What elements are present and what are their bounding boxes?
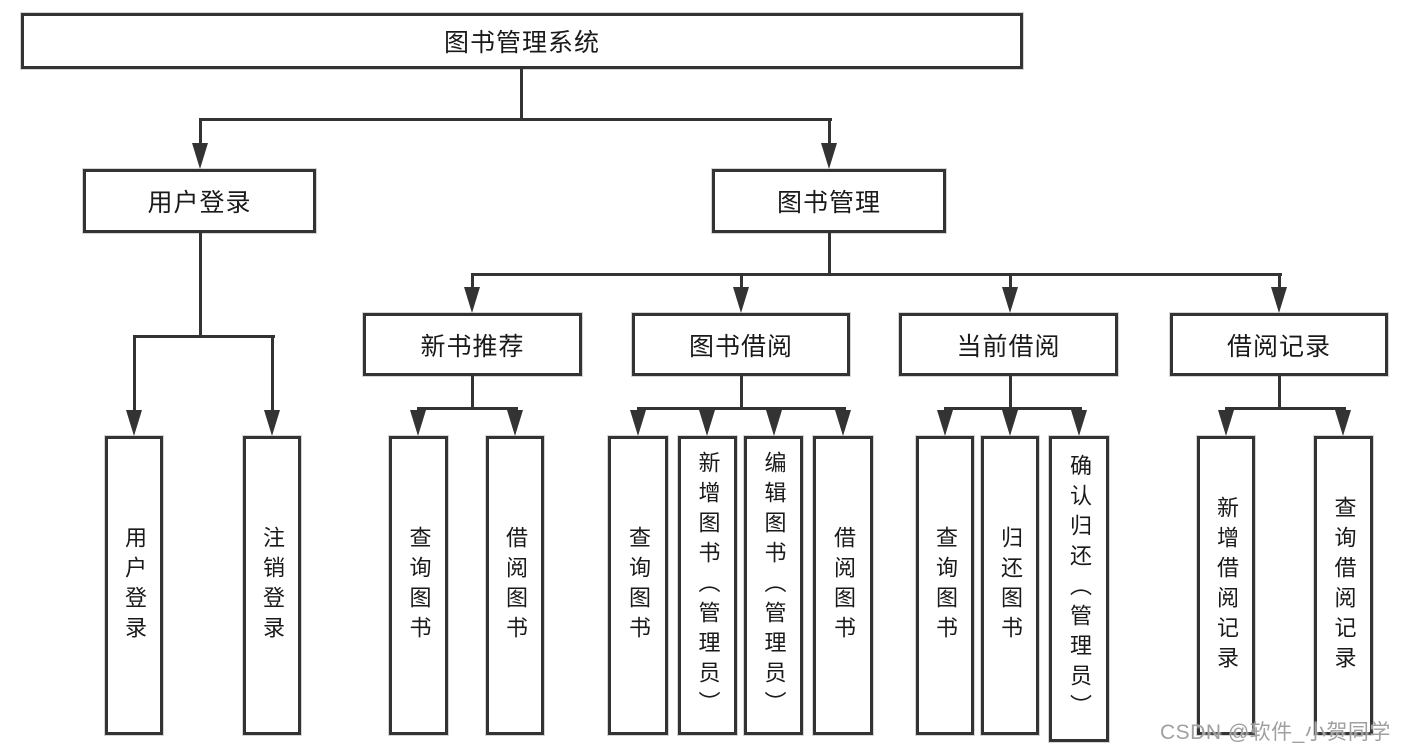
- node-current-borrow-label: 当前借阅: [956, 332, 1061, 361]
- node-borrow-records-label: 借阅记录: [1226, 332, 1331, 361]
- arrowhead-down-icon: [1002, 410, 1018, 436]
- arrowhead-down-icon: [264, 410, 280, 436]
- leaf-confirm-return-admin: 确认归还（管理员）: [1049, 436, 1109, 742]
- leaf-edit-books-admin-label: 编辑图书（管理员）: [761, 450, 787, 721]
- connector-user-login-stem: [199, 233, 202, 337]
- arrowhead-down-icon: [1002, 287, 1018, 313]
- leaf-borrow-books: 借阅图书: [813, 436, 873, 735]
- connector-root-branch: [199, 118, 832, 121]
- arrowhead-down-icon: [464, 287, 480, 313]
- leaf-logout-label: 注销登录: [260, 525, 285, 646]
- connector-root-stem: [520, 67, 523, 120]
- csdn-watermark: CSDN @软件_小贺同学: [1160, 721, 1391, 744]
- node-user-login: 用户登录: [83, 169, 316, 233]
- arrowhead-down-icon: [821, 143, 837, 169]
- node-library-management-system: 图书管理系统: [21, 13, 1023, 69]
- leaf-user-login-label: 用户登录: [122, 525, 147, 646]
- arrowhead-down-icon: [507, 410, 523, 436]
- connector-to-node-stem: [1278, 273, 1281, 289]
- leaf-add-books-admin: 新增图书（管理员）: [678, 436, 737, 735]
- leaf-add-borrow-record: 新增借阅记录: [1197, 436, 1255, 735]
- leaf-borrow-books-label: 借阅图书: [831, 525, 856, 646]
- leaf-borrow-books-recommend: 借阅图书: [486, 436, 544, 735]
- arrowhead-down-icon: [1218, 410, 1234, 436]
- connector-to-node-stem: [1009, 273, 1012, 289]
- arrowhead-down-icon: [1071, 410, 1087, 436]
- connector-new-book-recommend-branch: [417, 407, 518, 410]
- node-user-login-label: 用户登录: [147, 189, 252, 217]
- leaf-query-books: 查询图书: [608, 436, 668, 735]
- connector-borrow-records-stem: [1278, 376, 1281, 409]
- arrowhead-down-icon: [630, 410, 646, 436]
- connector-to-node-stem: [471, 273, 474, 289]
- leaf-logout: 注销登录: [243, 436, 301, 735]
- leaf-query-books-recommend: 查询图书: [389, 436, 448, 735]
- leaf-return-books: 归还图书: [981, 436, 1039, 735]
- leaf-query-books-recommend-label: 查询图书: [406, 525, 432, 646]
- arrowhead-down-icon: [126, 410, 142, 436]
- node-library-management-system-label: 图书管理系统: [443, 29, 600, 57]
- connector-user-login-branch: [133, 335, 275, 338]
- node-borrow-records: 借阅记录: [1170, 313, 1388, 376]
- node-book-borrow-label: 图书借阅: [688, 332, 793, 361]
- leaf-confirm-return-admin-label: 确认归还（管理员）: [1067, 454, 1092, 724]
- connector-to-leaf-stem: [271, 335, 274, 412]
- node-new-book-recommend-label: 新书推荐: [420, 332, 525, 361]
- leaf-edit-books-admin: 编辑图书（管理员）: [744, 436, 803, 735]
- leaf-add-borrow-record-label: 新增借阅记录: [1214, 495, 1239, 676]
- node-book-borrow: 图书借阅: [632, 313, 850, 376]
- arrowhead-down-icon: [733, 287, 749, 313]
- leaf-query-books-current-label: 查询图书: [933, 525, 958, 646]
- arrowhead-down-icon: [937, 410, 953, 436]
- leaf-borrow-books-recommend-label: 借阅图书: [503, 525, 528, 646]
- connector-book-management-branch: [471, 273, 1282, 276]
- connector-borrow-records-branch: [1225, 407, 1346, 410]
- leaf-query-books-label: 查询图书: [626, 525, 651, 646]
- arrowhead-down-icon: [192, 143, 208, 169]
- node-book-management: 图书管理: [712, 169, 946, 233]
- leaf-query-borrow-record-label: 查询借阅记录: [1331, 495, 1357, 676]
- connector-to-node-stem: [740, 273, 743, 289]
- connector-book-borrow-branch: [637, 407, 846, 410]
- arrowhead-down-icon: [1335, 410, 1351, 436]
- node-current-borrow: 当前借阅: [899, 313, 1118, 376]
- connector-new-book-recommend-stem: [471, 376, 474, 409]
- connector-book-management-stem: [828, 233, 831, 275]
- connector-to-book-management-stem: [828, 120, 831, 145]
- leaf-query-borrow-record: 查询借阅记录: [1314, 436, 1373, 735]
- connector-to-user-login-stem: [199, 120, 202, 145]
- connector-current-borrow-stem: [1009, 376, 1012, 409]
- connector-to-leaf-stem: [133, 335, 136, 412]
- connector-current-borrow-branch: [944, 407, 1082, 410]
- leaf-add-books-admin-label: 新增图书（管理员）: [695, 450, 721, 721]
- node-book-management-label: 图书管理: [776, 189, 881, 217]
- arrowhead-down-icon: [410, 410, 426, 436]
- leaf-user-login: 用户登录: [105, 436, 163, 735]
- node-new-book-recommend: 新书推荐: [363, 313, 582, 376]
- leaf-return-books-label: 归还图书: [998, 525, 1023, 646]
- leaf-query-books-current: 查询图书: [916, 436, 974, 735]
- connector-book-borrow-stem: [740, 376, 743, 409]
- arrowhead-down-icon: [699, 410, 715, 436]
- arrowhead-down-icon: [835, 410, 851, 436]
- arrowhead-down-icon: [766, 410, 782, 436]
- arrowhead-down-icon: [1271, 287, 1287, 313]
